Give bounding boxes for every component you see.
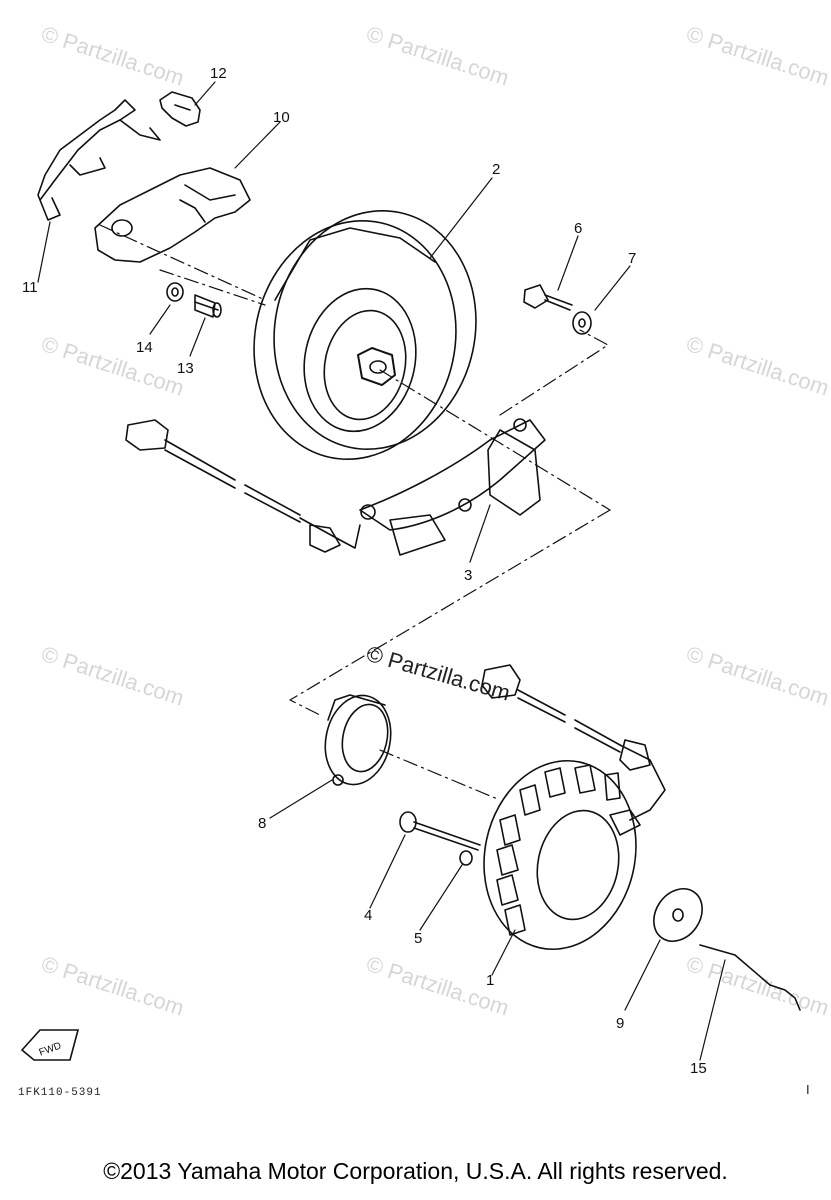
washer-9	[653, 888, 703, 942]
nut-14	[166, 282, 184, 302]
callout-11: 11	[22, 279, 38, 296]
callout-1: 1	[486, 972, 494, 989]
callout-10: 10	[273, 109, 290, 126]
callout-7: 7	[628, 250, 636, 267]
callout-5: 5	[414, 930, 422, 947]
rotor-2	[253, 209, 477, 461]
watermark: © Partzilla.com	[38, 951, 187, 1021]
page-mark: I	[806, 1082, 810, 1097]
watermark: © Partzilla.com	[38, 641, 187, 711]
washer-5	[459, 850, 473, 866]
pickup-coil-3	[359, 418, 546, 556]
wire-harness-upper	[125, 419, 361, 553]
bearing-holder-8	[324, 694, 392, 786]
washer-7	[572, 311, 592, 335]
callout-3: 3	[464, 567, 472, 584]
stator-1	[483, 759, 637, 951]
callout-labels: 1 2 3 4 5 6 7 8 9 10 11 12 13 14 15	[22, 65, 707, 1077]
callout-15: 15	[690, 1060, 707, 1077]
callout-2: 2	[492, 161, 500, 178]
callout-6: 6	[574, 220, 582, 237]
watermark: © Partzilla.com	[683, 21, 831, 91]
callout-4: 4	[364, 907, 372, 924]
watermark: © Partzilla.com	[38, 331, 187, 401]
watermark-layer: © Partzilla.com © Partzilla.com © Partzi…	[38, 21, 831, 1021]
watermark: © Partzilla.com	[683, 331, 831, 401]
forward-arrow-icon: FWD	[20, 1029, 80, 1061]
wire-harness-lower	[481, 664, 666, 836]
watermark: © Partzilla.com	[363, 21, 512, 91]
copyright-notice: ©2013 Yamaha Motor Corporation, U.S.A. A…	[103, 1158, 728, 1184]
plate-10	[94, 167, 251, 263]
cap-12	[159, 91, 201, 127]
screw-4	[399, 811, 481, 851]
bracket-11	[37, 99, 161, 221]
callout-9: 9	[616, 1015, 624, 1032]
diagram-code: 1FK110-5391	[18, 1087, 102, 1099]
clip-15	[699, 944, 801, 1011]
callout-14: 14	[136, 339, 153, 356]
callout-12: 12	[210, 65, 227, 82]
watermark: © Partzilla.com	[683, 641, 831, 711]
assembly-lines	[99, 224, 611, 801]
leader-lines	[37, 81, 726, 1061]
bolt-6	[523, 284, 573, 311]
callout-8: 8	[258, 815, 266, 832]
watermark: © Partzilla.com	[38, 21, 187, 91]
watermark: © Partzilla.com	[683, 951, 831, 1021]
bolt-13	[194, 294, 222, 318]
callout-13: 13	[177, 360, 194, 377]
